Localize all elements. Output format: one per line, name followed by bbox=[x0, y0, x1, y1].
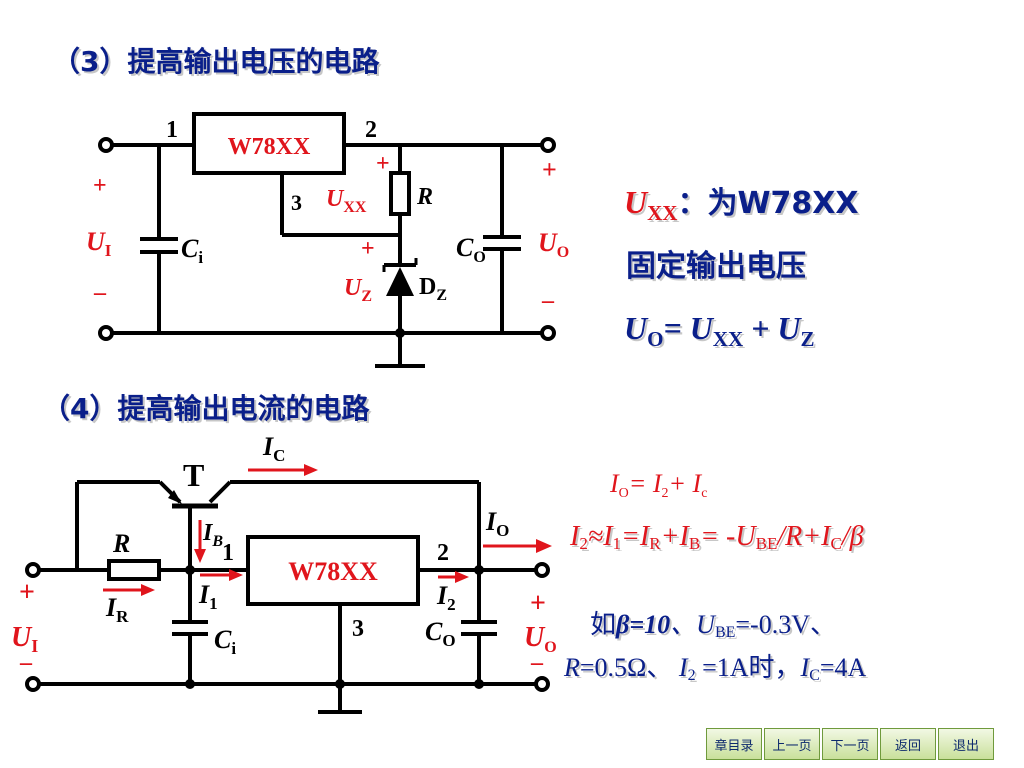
r4-label: R bbox=[112, 529, 130, 558]
dz3-label: DZ bbox=[419, 274, 447, 304]
note3-line2: 固定输出电压 bbox=[626, 249, 806, 284]
uo4-plus: + bbox=[530, 588, 546, 619]
node4-ci-bottom bbox=[185, 679, 195, 689]
back-button[interactable]: 返回 bbox=[880, 728, 936, 760]
ui3-label: UI bbox=[86, 227, 112, 260]
zener-diode3 bbox=[386, 267, 414, 296]
terminal4-in-bottom bbox=[25, 676, 41, 692]
formula4-2: I2≈I1=IR+IB= -UBE/R+IC/β bbox=[569, 521, 864, 553]
node4-ground bbox=[335, 679, 345, 689]
co4-label: CO bbox=[425, 617, 456, 650]
transistor-arrow bbox=[168, 490, 182, 504]
ui3-plus: + bbox=[93, 173, 107, 199]
pin3-2: 2 bbox=[365, 117, 377, 143]
ci3-label: Ci bbox=[181, 234, 203, 267]
example4-line2: R=0.5Ω、 I2 =1A时，IC=4A bbox=[563, 653, 867, 684]
ui4-plus: + bbox=[19, 577, 35, 608]
example4-line1: 如β=10、UBE=-0.3V、 bbox=[590, 610, 836, 641]
uz3-plus: + bbox=[361, 236, 375, 262]
io4-label: IO bbox=[485, 507, 509, 540]
section3-title: （3）提高输出电压的电路 bbox=[52, 45, 380, 78]
note3-line1: UXX：为W78XX bbox=[624, 184, 859, 225]
pin3-3: 3 bbox=[291, 190, 302, 215]
r3-label: R bbox=[416, 184, 433, 210]
circuit3 bbox=[106, 143, 548, 368]
ui4-label: UI bbox=[11, 622, 38, 656]
section4-title: （4）提高输出电流的电路 bbox=[42, 392, 370, 425]
current-arrows bbox=[103, 464, 552, 596]
resistor4 bbox=[107, 559, 161, 581]
pin3-1: 1 bbox=[166, 117, 178, 143]
uo3-plus: + bbox=[542, 155, 557, 184]
chapter-contents-button[interactable]: 章目录 bbox=[706, 728, 762, 760]
node4-out bbox=[474, 565, 484, 575]
navigation-bar: 章目录 上一页 下一页 返回 退出 bbox=[706, 728, 1000, 760]
terminal3-in-bottom bbox=[98, 325, 114, 341]
terminal4-out-bottom bbox=[534, 676, 550, 692]
regulator4-label: W78XX bbox=[288, 557, 378, 586]
node4-base bbox=[185, 565, 195, 575]
terminal3-out-top bbox=[540, 137, 556, 153]
regulator3-box bbox=[192, 112, 346, 175]
terminal4-in-top bbox=[25, 562, 41, 578]
uo4-minus: – bbox=[530, 650, 544, 676]
co3-label: CO bbox=[456, 233, 486, 266]
uxx3-plus: + bbox=[376, 151, 390, 177]
resistor3 bbox=[389, 171, 411, 216]
next-page-button[interactable]: 下一页 bbox=[822, 728, 878, 760]
node4-co-bottom bbox=[474, 679, 484, 689]
pin4-1: 1 bbox=[222, 540, 234, 566]
note3-equation: UO= UXX + UZ bbox=[624, 310, 815, 351]
terminal3-out-bottom bbox=[540, 325, 556, 341]
circuit4 bbox=[33, 480, 542, 714]
uo3-label: UO bbox=[538, 228, 569, 261]
ib4-label: IB bbox=[202, 520, 223, 550]
ui4-minus: – bbox=[19, 650, 33, 676]
previous-page-button[interactable]: 上一页 bbox=[764, 728, 820, 760]
terminal3-in-top bbox=[98, 137, 114, 153]
regulator3-label: W78XX bbox=[228, 134, 311, 160]
uz3-label: UZ bbox=[344, 275, 372, 305]
pin4-3: 3 bbox=[352, 616, 364, 642]
i2-4-label: I2 bbox=[436, 581, 456, 614]
ui3-minus: – bbox=[93, 280, 107, 306]
ir4-label: IR bbox=[105, 593, 129, 626]
ic4-label: IC bbox=[262, 432, 285, 465]
i1-4-label: I1 bbox=[198, 580, 218, 613]
transistor-label: T bbox=[183, 457, 204, 493]
pin4-2: 2 bbox=[437, 540, 449, 566]
uo3-minus: – bbox=[541, 288, 555, 314]
uo4-label: UO bbox=[524, 622, 557, 656]
terminal4-out-top bbox=[534, 562, 550, 578]
formula4-1: IO= I2+ Ic bbox=[609, 469, 707, 501]
uxx3-label: UXX bbox=[326, 186, 367, 216]
node3-ground bbox=[395, 328, 405, 338]
regulator4-box bbox=[246, 535, 420, 606]
ci4-label: Ci bbox=[214, 625, 236, 658]
exit-button[interactable]: 退出 bbox=[938, 728, 994, 760]
